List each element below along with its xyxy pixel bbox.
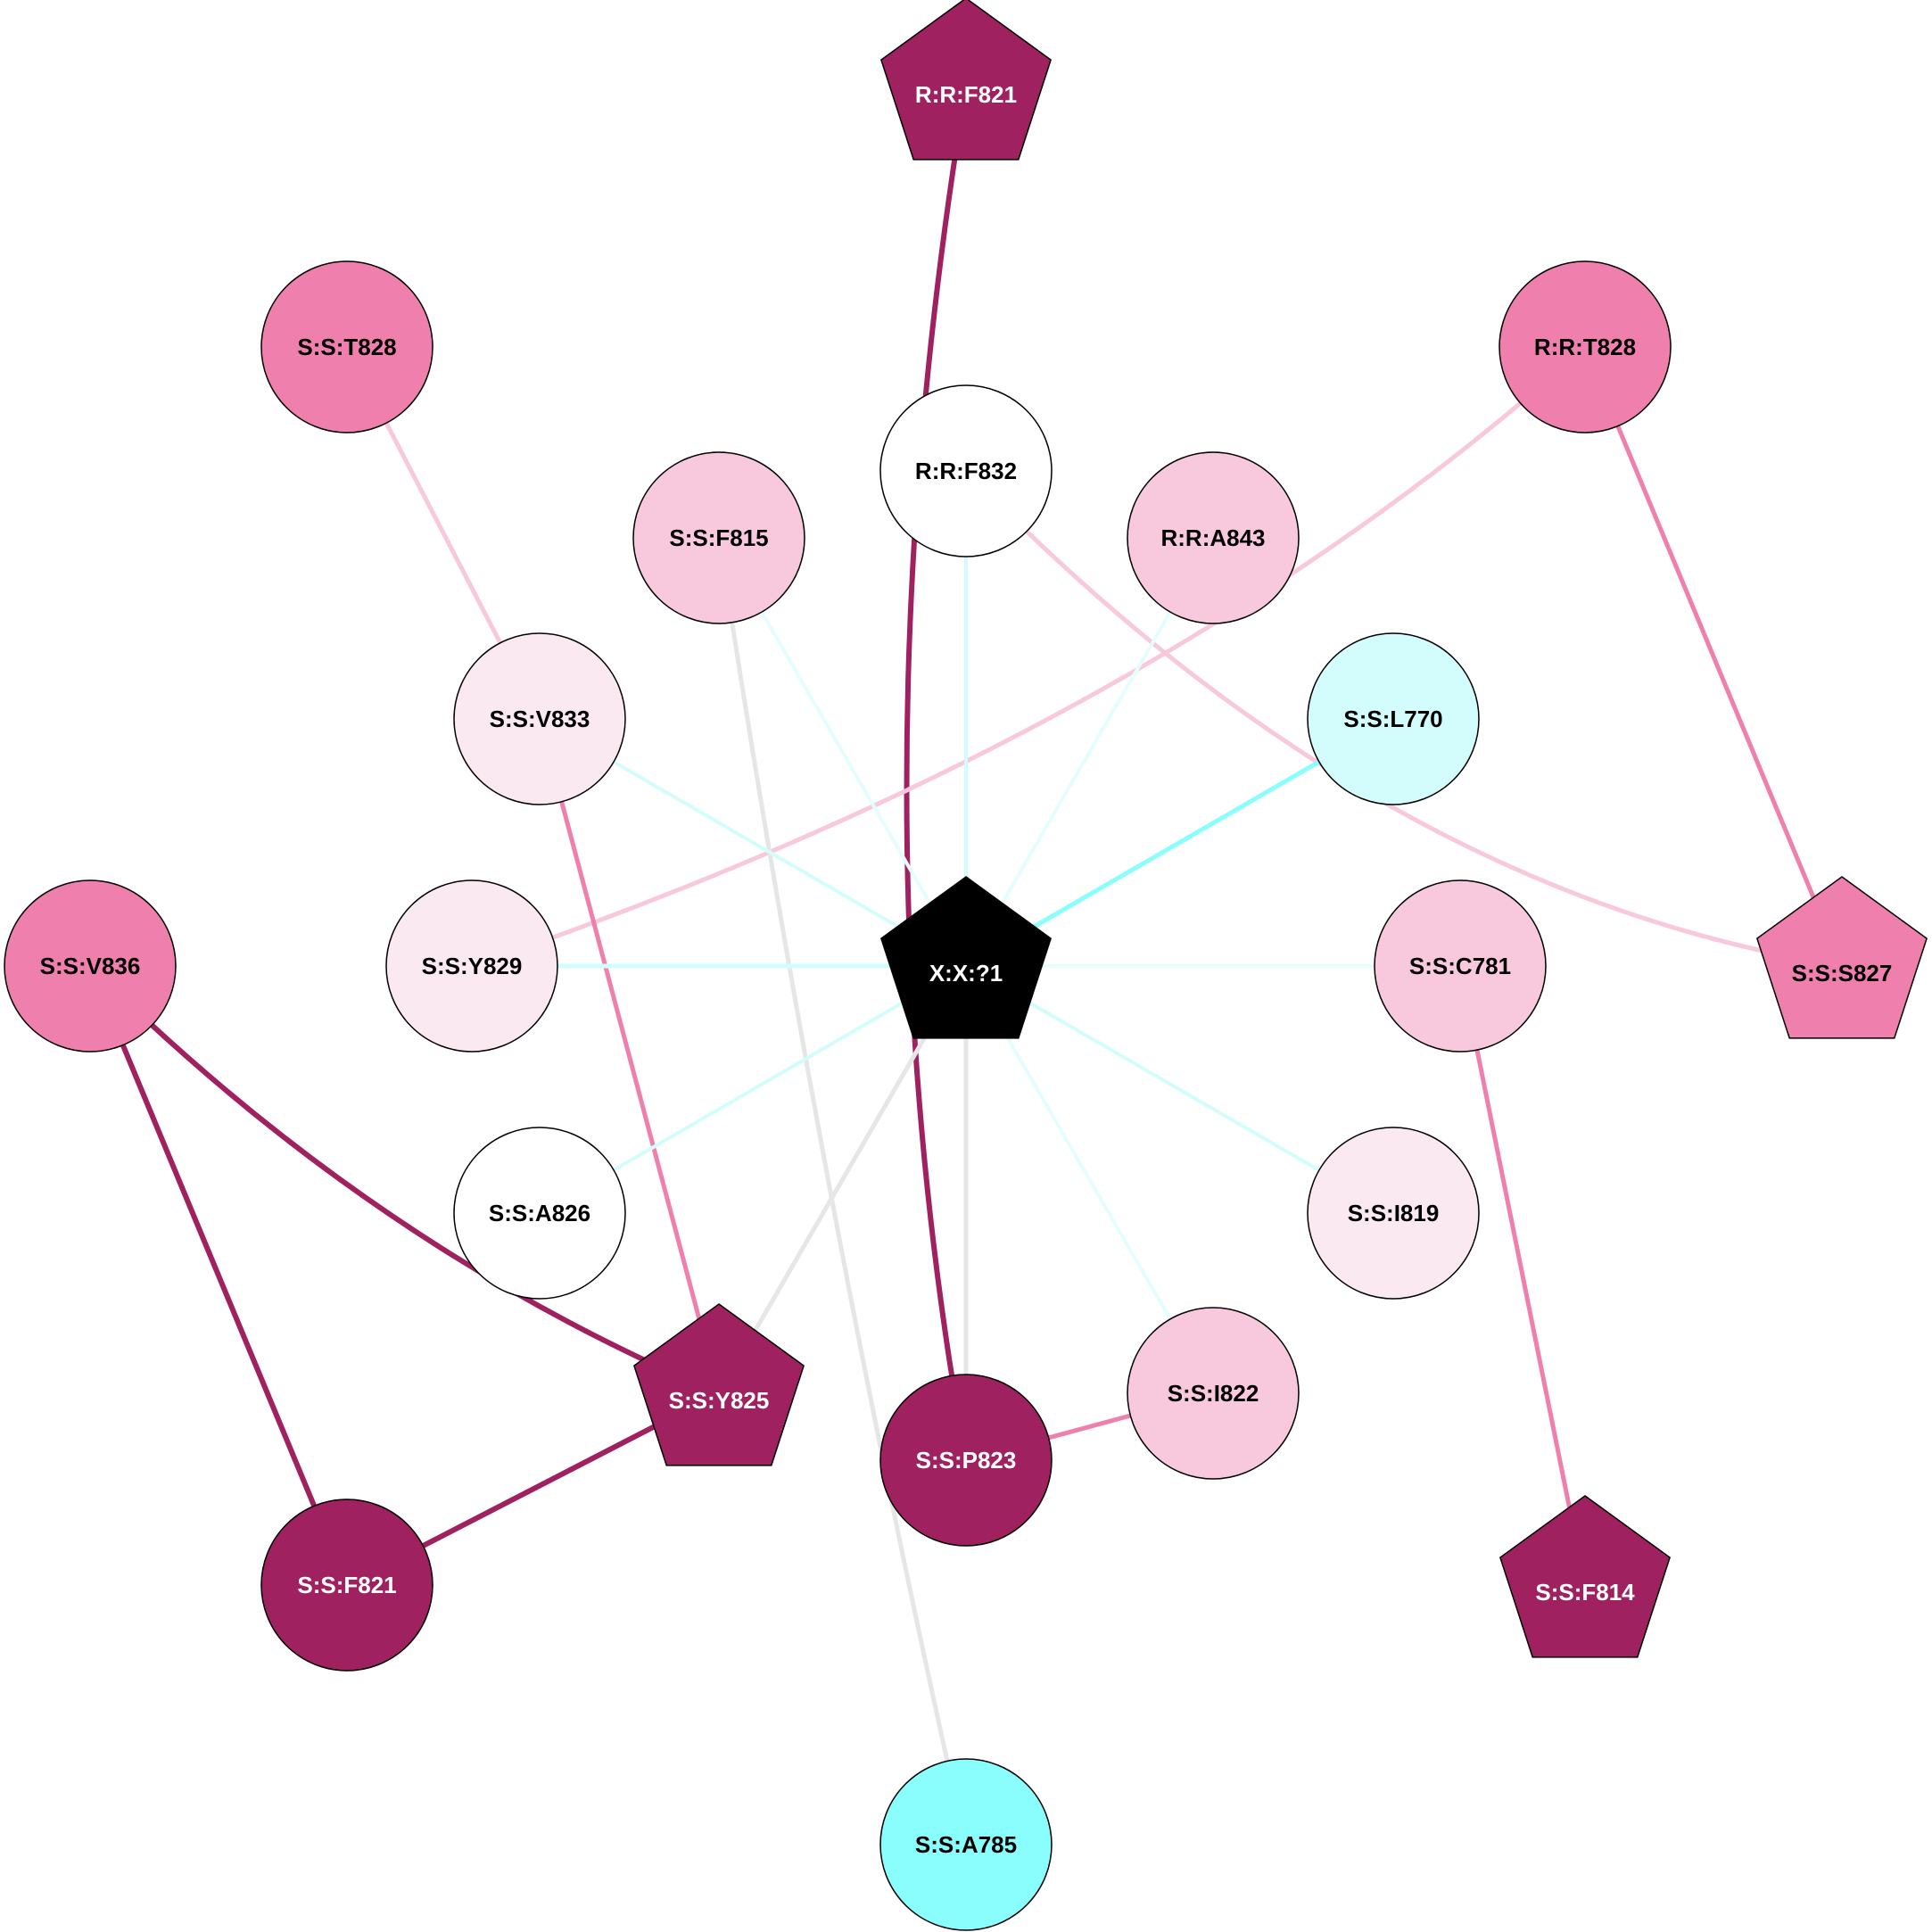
node-circle-shape [453,632,626,805]
edge-r-r-t828-to-s-s-s827 [1582,346,1845,967]
node-s-s-a826[interactable]: S:S:A826 [453,1127,626,1300]
node-circle-shape [879,1374,1053,1547]
node-s-s-p823[interactable]: S:S:P823 [879,1374,1053,1547]
node-s-s-y829[interactable]: S:S:Y829 [385,879,558,1053]
node-label: X:X:?1 [929,960,1003,987]
node-label: S:S:F821 [297,1572,396,1598]
node-circle-shape [260,1499,433,1672]
node-label: S:S:L770 [1343,706,1442,732]
node-label: R:R:A843 [1160,524,1265,551]
node-r-r-a843[interactable]: R:R:A843 [1127,451,1300,624]
edge-r-r-t828-to-s-s-y829 [471,345,1587,969]
node-label: S:S:A785 [915,1831,1017,1858]
node-s-s-c781[interactable]: S:S:C781 [1374,879,1547,1053]
node-circle-shape [385,879,558,1053]
node-pentagon-shape [1499,1495,1671,1658]
node-s-s-f821[interactable]: S:S:F821 [260,1499,433,1672]
node-circle-shape [1374,879,1547,1053]
edge-s-s-c781-to-s-s-f814 [1457,965,1588,1586]
node-pentagon-shape [633,1303,805,1466]
node-circle-shape [879,1758,1053,1931]
node-r-r-f821[interactable]: R:R:F821 [880,0,1052,161]
node-label: R:R:F821 [915,81,1017,108]
node-label: S:S:S827 [1792,960,1893,987]
node-s-s-f814[interactable]: S:S:F814 [1499,1495,1671,1658]
node-label: S:S:Y825 [669,1387,770,1414]
node-s-s-i822[interactable]: S:S:I822 [1127,1307,1300,1480]
node-circle-shape [1307,632,1480,805]
node-label: S:S:V833 [490,706,590,732]
node-s-s-t828[interactable]: S:S:T828 [260,260,433,433]
node-label: S:S:V836 [40,953,141,979]
node-s-s-y825[interactable]: S:S:Y825 [633,1303,805,1466]
edge-r-r-f832-to-s-s-s827 [964,469,1843,969]
node-pentagon-shape [1756,876,1928,1039]
node-circle-shape [1127,451,1300,624]
node-pentagon-shape [880,0,1052,161]
node-label: S:S:T828 [297,334,396,360]
node-r-r-f832[interactable]: R:R:F832 [879,384,1053,557]
node-circle-shape [4,879,177,1053]
node-s-s-f815[interactable]: S:S:F815 [632,451,805,624]
node-label: S:S:P823 [916,1447,1017,1474]
node-circle-shape [1499,260,1672,433]
node-s-s-v833[interactable]: S:S:V833 [453,632,626,805]
node-s-s-a785[interactable]: S:S:A785 [879,1758,1053,1931]
node-label: S:S:A826 [489,1200,590,1226]
node-circle-shape [632,451,805,624]
node-label: S:S:C781 [1409,953,1511,979]
edge-s-s-v836-to-s-s-f821 [87,964,350,1587]
node-label: S:S:I819 [1348,1200,1440,1226]
node-circle-shape [879,384,1053,557]
node-label: S:S:F815 [669,524,768,551]
node-x-x-1[interactable]: X:X:?1 [880,876,1052,1039]
node-label: S:S:I822 [1168,1380,1259,1407]
edge-s-s-v833-to-s-s-y825 [537,718,722,1394]
node-s-s-s827[interactable]: S:S:S827 [1756,876,1928,1039]
node-circle-shape [1307,1127,1480,1300]
node-label: R:R:F832 [915,458,1017,484]
node-circle-shape [260,260,433,433]
node-r-r-t828[interactable]: R:R:T828 [1499,260,1672,433]
node-label: R:R:T828 [1534,334,1636,360]
node-s-s-v836[interactable]: S:S:V836 [4,879,177,1053]
edge-s-s-v836-to-s-s-y825 [87,963,721,1396]
node-s-s-i819[interactable]: S:S:I819 [1307,1127,1480,1300]
node-label: S:S:Y829 [422,953,523,979]
node-circle-shape [453,1127,626,1300]
node-label: S:S:F814 [1535,1579,1635,1606]
node-circle-shape [1127,1307,1300,1480]
node-s-s-l770[interactable]: S:S:L770 [1307,632,1480,805]
node-pentagon-shape [880,876,1052,1039]
